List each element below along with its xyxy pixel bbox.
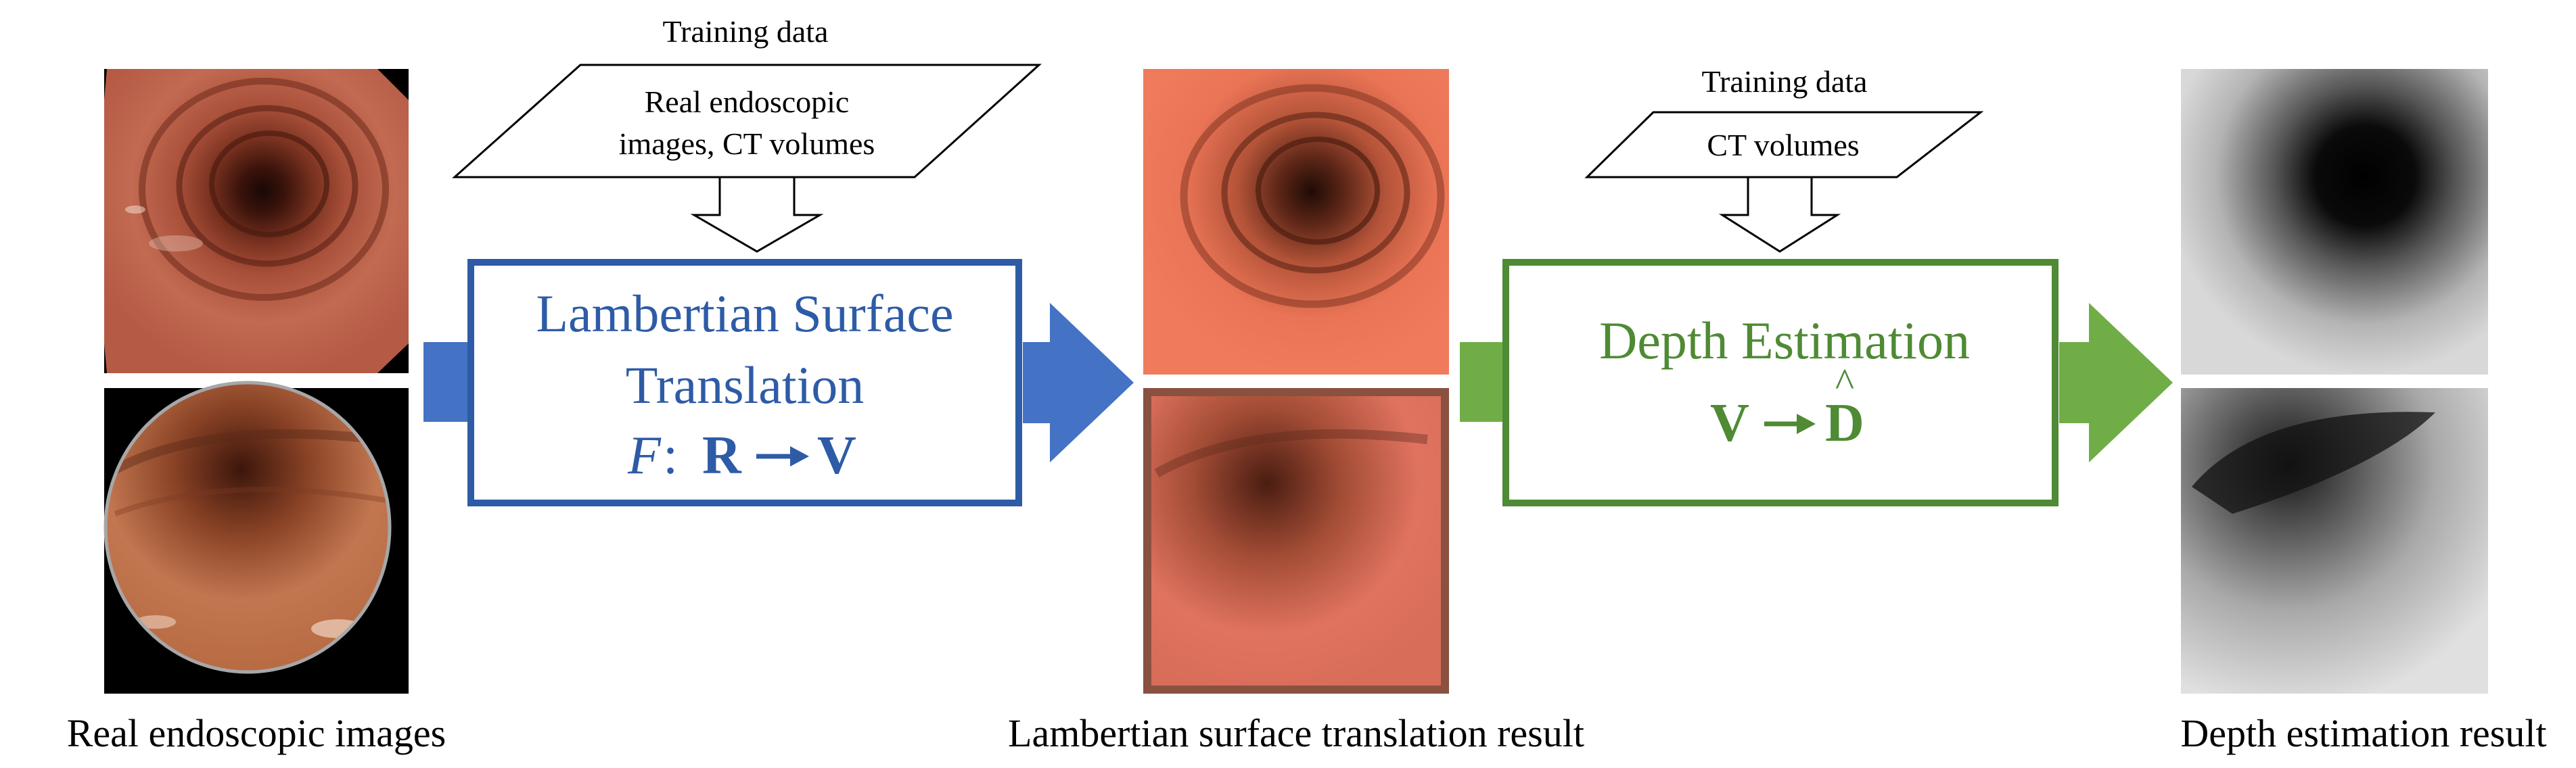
stage1-box: Lambertian Surface Translation F : R V: [467, 259, 1022, 506]
stage1-training-text-line2: images, CT volumes: [619, 126, 875, 161]
stage1-formula-colon: :: [663, 426, 678, 485]
stage2-training-label: Training data: [1702, 64, 1868, 99]
stage2-output-arrow: [2059, 303, 2173, 462]
stage1-formula-input: R: [702, 426, 742, 485]
stage2-formula: V ^ D: [1710, 360, 1864, 453]
stage1-down-arrow: [690, 176, 824, 253]
stage1-training-parallelogram: [452, 64, 1042, 178]
lambertian-result-image-2: [1143, 388, 1449, 694]
stage1-box-title-line1: Lambertian Surface: [536, 284, 953, 343]
middle-caption: Lambertian surface translation result: [1008, 711, 1584, 755]
stage2-down-arrow: [1718, 176, 1841, 253]
stage1-formula: F : R V: [627, 426, 856, 485]
right-caption: Depth estimation result: [2180, 711, 2546, 755]
stage2-formula-arrow: [1764, 414, 1816, 434]
stage2-training-data: Training data CT volumes: [1584, 64, 1984, 253]
stage1-training-data: Training data Real endoscopic images, CT…: [452, 14, 1042, 253]
stage1-formula-function: F: [627, 426, 662, 485]
depth-result-image-2: [2181, 388, 2488, 694]
depth-result-image-1: [2181, 69, 2488, 375]
stage2-box-title: Depth Estimation: [1599, 311, 1970, 370]
stage1-training-text-line1: Real endoscopic: [645, 85, 850, 119]
stage2-box: Depth Estimation V ^ D: [1502, 259, 2058, 506]
stage2-training-text: CT volumes: [1707, 128, 1859, 162]
stage2-formula-output: D: [1825, 393, 1864, 453]
left-caption: Real endoscopic images: [67, 711, 446, 755]
stage2-formula-hat: ^: [1835, 360, 1854, 405]
stage1-output-arrow: [1023, 303, 1134, 462]
real-endoscopic-image-2: [104, 381, 409, 694]
real-endoscopic-image-1: [104, 69, 409, 373]
stage1-input-arrow: [423, 342, 471, 422]
stage2-formula-input: V: [1710, 393, 1749, 453]
stage1-formula-output: V: [817, 426, 856, 485]
stage1-box-title-line2: Translation: [626, 356, 865, 414]
stage1-training-label: Training data: [663, 14, 829, 49]
stage2-training-parallelogram: [1584, 111, 1984, 178]
lambertian-result-image-1: [1143, 69, 1449, 375]
stage2-input-arrow: [1460, 342, 1503, 422]
stage1-formula-arrow: [756, 446, 809, 466]
